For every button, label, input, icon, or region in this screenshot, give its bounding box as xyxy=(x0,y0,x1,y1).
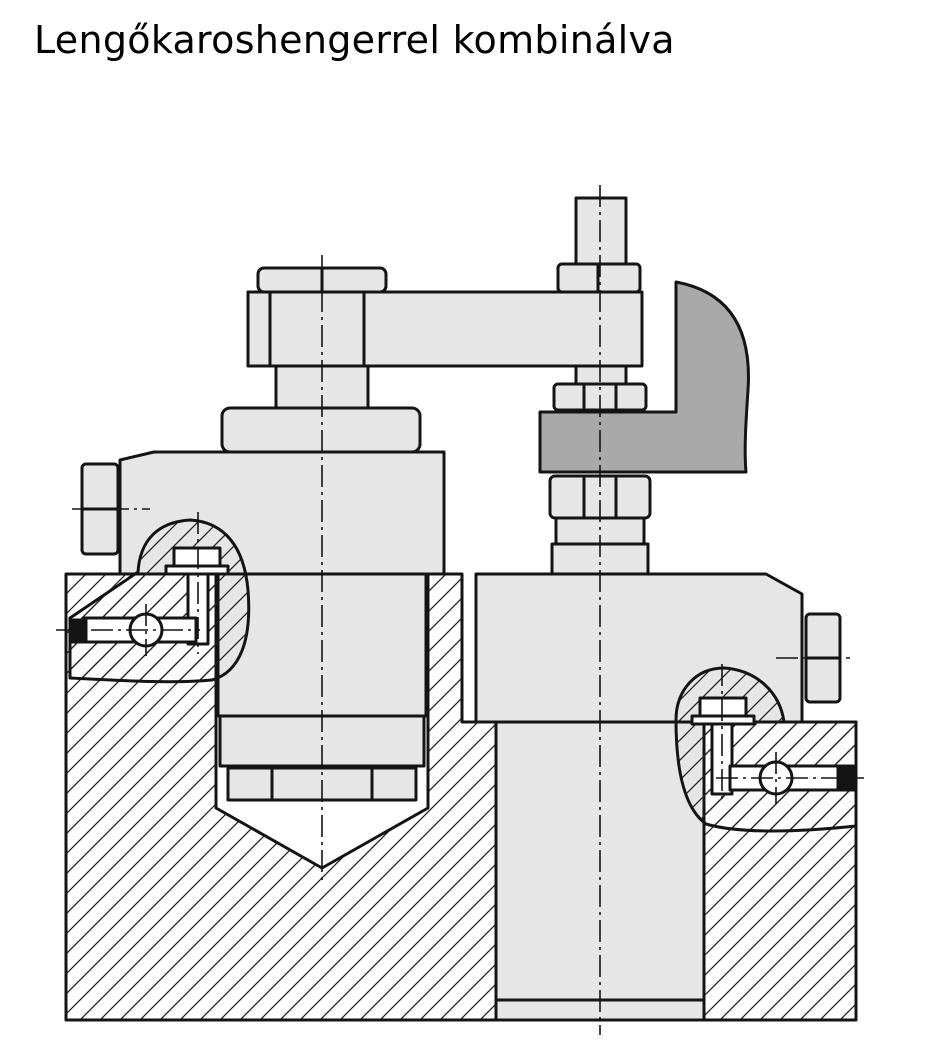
support-screw xyxy=(548,474,652,576)
right-port-detail xyxy=(674,666,858,833)
center-lines xyxy=(56,185,864,1035)
workpiece xyxy=(538,280,750,474)
work-support-cylinder xyxy=(474,572,842,724)
page-title: Lengőkaroshengerrel kombinálva xyxy=(34,18,675,62)
clamp-arm xyxy=(246,266,644,368)
